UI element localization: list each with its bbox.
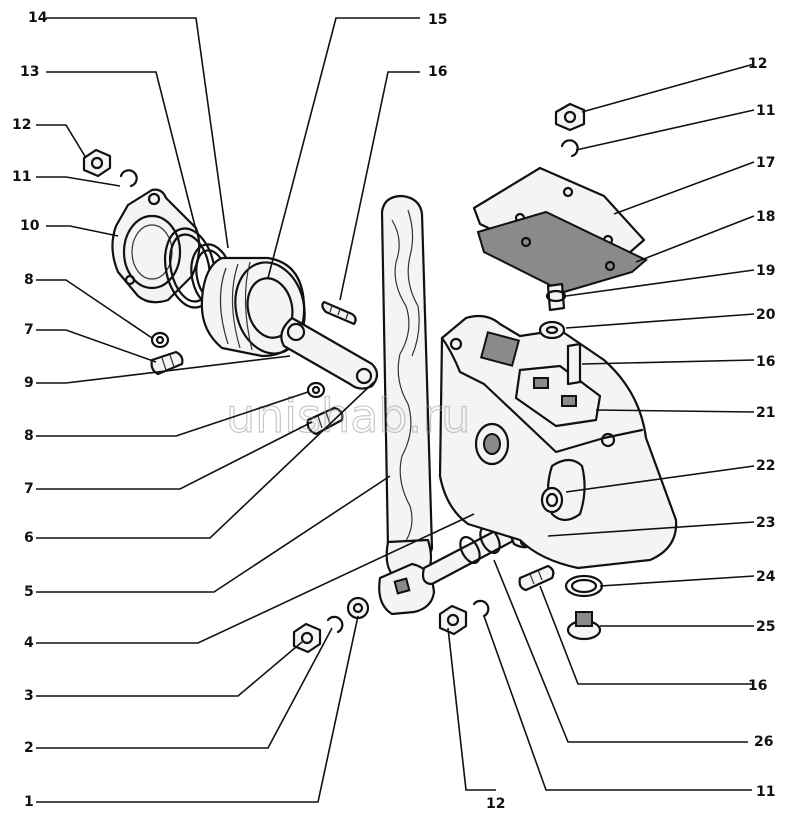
callout-13-top: 13 <box>20 64 39 80</box>
part-split-washer-bottom <box>472 599 490 618</box>
callout-8-lower: 8 <box>24 428 34 444</box>
callout-10: 10 <box>20 218 40 234</box>
callout-20: 20 <box>756 307 776 323</box>
part-connecting-rod <box>280 316 379 390</box>
callout-1: 1 <box>24 794 34 810</box>
callout-4: 4 <box>24 635 34 651</box>
callout-7-upper: 7 <box>24 322 34 338</box>
part-nut-bottom <box>438 604 468 636</box>
part-lever-hub <box>378 562 436 616</box>
part-side-bushing <box>540 486 564 514</box>
leader-lines <box>36 17 755 803</box>
part-stud-upper <box>150 350 184 376</box>
callout-6: 6 <box>24 530 34 546</box>
callout-15-top: 15 <box>428 12 447 28</box>
callout-21: 21 <box>756 405 775 421</box>
callout-14-top: 14 <box>28 10 48 26</box>
part-cylinder-cover <box>111 188 201 304</box>
callout-11-left: 11 <box>12 169 31 185</box>
callout-7-lower: 7 <box>24 481 34 497</box>
part-stud-mid <box>566 342 582 386</box>
part-fitting <box>545 282 567 312</box>
watermark: unishab.ru <box>226 389 470 443</box>
callout-16-bottom: 16 <box>748 678 767 694</box>
callout-8-upper: 8 <box>24 272 34 288</box>
callout-3: 3 <box>24 688 34 704</box>
part-fitting-washer <box>538 320 566 340</box>
callout-12-right: 12 <box>748 56 767 72</box>
part-nut-left <box>82 148 112 178</box>
part-nut-lower-left <box>292 622 322 654</box>
callout-23: 23 <box>756 515 775 531</box>
part-housing-body <box>438 314 678 570</box>
callout-26: 26 <box>754 734 773 750</box>
callout-labels: 14 15 13 16 12 11 10 8 7 9 8 7 6 5 4 3 2… <box>12 10 776 812</box>
callout-12-bottom: 12 <box>486 796 505 812</box>
part-gasket <box>476 210 648 294</box>
part-control-lever-handle <box>380 194 434 576</box>
part-piston <box>200 256 306 358</box>
callout-9: 9 <box>24 375 34 391</box>
part-drain-plug <box>566 611 602 641</box>
callout-18: 18 <box>756 209 775 225</box>
callout-16-mid: 16 <box>756 354 775 370</box>
callout-22: 22 <box>756 458 775 474</box>
callout-11-right: 11 <box>756 103 775 119</box>
part-seal-ring-drain <box>564 574 604 598</box>
part-stud-bottom <box>518 564 555 592</box>
callout-2: 2 <box>24 740 34 756</box>
part-nut-right <box>554 102 586 132</box>
callout-19: 19 <box>756 263 775 279</box>
callout-11-bottom: 11 <box>756 784 775 800</box>
part-pin-top <box>321 300 357 326</box>
callout-16-top: 16 <box>428 64 447 80</box>
part-split-washer-right <box>560 139 579 158</box>
callout-24: 24 <box>756 569 776 585</box>
callout-5: 5 <box>24 584 34 600</box>
callout-12-left: 12 <box>12 117 31 133</box>
part-washer-lower <box>306 381 326 399</box>
part-split-washer-lower-left <box>326 615 344 634</box>
callout-25: 25 <box>756 619 775 635</box>
callout-17: 17 <box>756 155 775 171</box>
part-stud-lower <box>306 406 344 436</box>
part-split-washer-left <box>119 169 138 188</box>
part-washer-upper <box>150 331 170 349</box>
part-plain-washer-lower-left <box>346 596 370 620</box>
